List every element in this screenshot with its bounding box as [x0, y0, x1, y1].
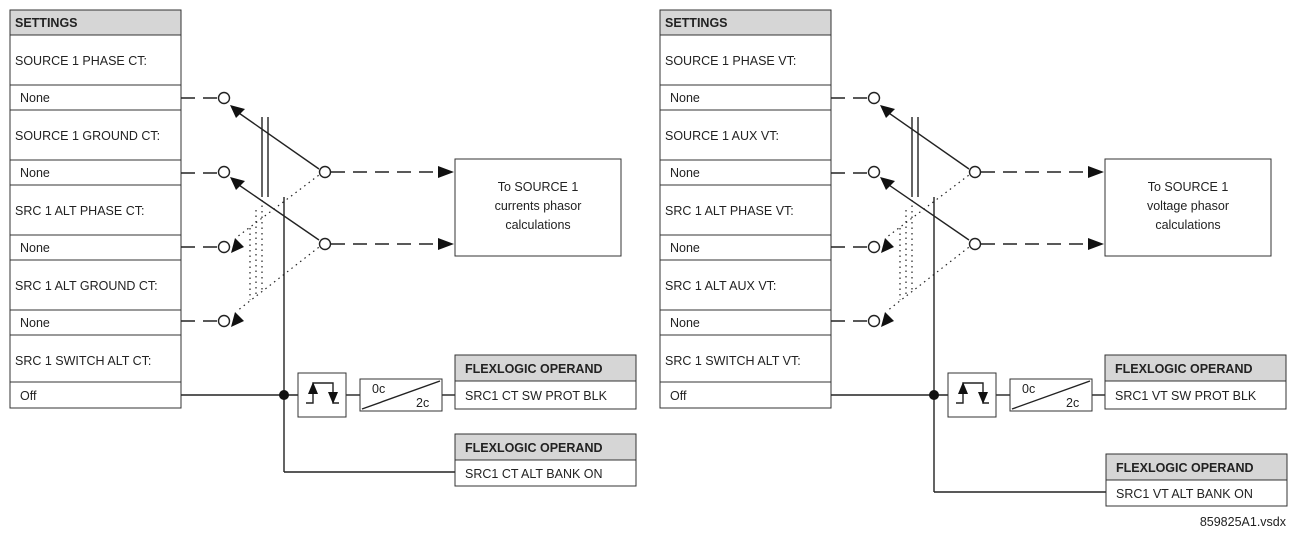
input-dashed-lines [181, 97, 218, 322]
setting-name-cell [9, 109, 182, 161]
target-line-3: calculations [1155, 218, 1220, 232]
operand-value: SRC1 VT SW PROT BLK [1115, 389, 1257, 403]
ct-operand-2: FLEXLOGIC OPERAND SRC1 CT ALT BANK ON [454, 433, 637, 487]
setting-name: SRC 1 SWITCH ALT CT: [15, 354, 151, 368]
operand-header-cell [454, 354, 637, 382]
setting-value: None [670, 91, 700, 105]
target-line-1: To SOURCE 1 [498, 180, 579, 194]
target-line-2: voltage phasor [1147, 199, 1229, 213]
phasor-calculation-box [454, 158, 622, 257]
setting-name: SOURCE 1 PHASE VT: [665, 54, 796, 68]
junction-dot [929, 390, 939, 400]
setting-name: SRC 1 ALT PHASE CT: [15, 204, 144, 218]
control-wiring [181, 197, 455, 473]
timer-block: 0c 2c [1009, 378, 1093, 412]
edge-detector [947, 372, 997, 418]
timer-pickup-label: 0c [372, 382, 385, 396]
setting-name: SOURCE 1 PHASE CT: [15, 54, 147, 68]
vt-switching-diagram: SETTINGS SOURCE 1 PHASE VT: None SOURCE … [659, 9, 1287, 472]
output-dashed-arrows [331, 166, 454, 250]
settings-header-cell [9, 9, 182, 36]
operand-header: FLEXLOGIC OPERAND [1115, 362, 1253, 376]
setting-value-cell[interactable] [659, 234, 832, 261]
alt-path-dotted-lines [236, 171, 324, 312]
target-line-2: currents phasor [495, 199, 582, 213]
setting-value-cell[interactable] [659, 159, 832, 186]
operand-value: SRC1 CT SW PROT BLK [465, 389, 608, 403]
setting-name-cell [659, 109, 832, 161]
setting-value: None [20, 241, 50, 255]
setting-name: SRC 1 SWITCH ALT VT: [665, 354, 801, 368]
setting-value: None [20, 316, 50, 330]
switch-pivots [867, 91, 982, 328]
input-dashed-lines [831, 97, 868, 322]
switch-contacts [230, 105, 320, 327]
operand-header: FLEXLOGIC OPERAND [465, 441, 603, 455]
setting-value: None [670, 166, 700, 180]
setting-name-cell [9, 334, 182, 383]
phasor-calculation-box [1104, 158, 1272, 257]
drawing-id: 859825A1.vsdx [1200, 515, 1287, 529]
timer-pickup-label: 0c [1022, 382, 1035, 396]
setting-value: None [20, 166, 50, 180]
operand-header: FLEXLOGIC OPERAND [465, 362, 603, 376]
operand-value: SRC1 VT ALT BANK ON [1116, 487, 1253, 501]
settings-header: SETTINGS [15, 16, 78, 30]
setting-name-cell [9, 259, 182, 311]
junction-dot [279, 390, 289, 400]
timer-dropout-label: 2c [416, 396, 429, 410]
setting-name-cell [9, 184, 182, 236]
operand-header: FLEXLOGIC OPERAND [1116, 461, 1254, 475]
vt-operand-2: FLEXLOGIC OPERAND SRC1 VT ALT BANK ON [933, 453, 1288, 507]
output-dashed-arrows [981, 166, 1104, 250]
switch-pivots [217, 91, 332, 328]
setting-value-cell[interactable] [659, 84, 832, 111]
ct-switching-diagram: SETTINGS SOURCE 1 PHASE CT: None SOURCE … [9, 9, 637, 473]
setting-name: SRC 1 ALT AUX VT: [665, 279, 776, 293]
timer-dropout-label: 2c [1066, 396, 1079, 410]
setting-value: None [670, 241, 700, 255]
operand-value: SRC1 CT ALT BANK ON [465, 467, 603, 481]
setting-name-cell [9, 34, 182, 86]
settings-header: SETTINGS [665, 16, 728, 30]
operand-header-cell [1105, 453, 1288, 481]
timer-block: 0c 2c [359, 378, 443, 412]
operand-header-cell [454, 433, 637, 461]
target-line-1: To SOURCE 1 [1148, 180, 1229, 194]
setting-name-cell [659, 34, 832, 86]
alt-path-dotted-lines [886, 171, 974, 312]
setting-value: Off [670, 389, 687, 403]
operand-value-cell [454, 380, 637, 410]
setting-name: SRC 1 ALT GROUND CT: [15, 279, 158, 293]
control-wiring [831, 197, 1105, 472]
setting-name: SRC 1 ALT PHASE VT: [665, 204, 794, 218]
setting-name: SOURCE 1 AUX VT: [665, 129, 779, 143]
target-line-3: calculations [505, 218, 570, 232]
operand-value-cell [1105, 479, 1288, 507]
setting-value-cell[interactable] [659, 309, 832, 336]
setting-value: None [20, 91, 50, 105]
setting-value: None [670, 316, 700, 330]
operand-value-cell [1104, 380, 1287, 410]
setting-name: SOURCE 1 GROUND CT: [15, 129, 160, 143]
setting-value: Off [20, 389, 37, 403]
setting-name-cell [659, 184, 832, 236]
edge-detector [297, 372, 347, 418]
setting-name-cell [659, 259, 832, 311]
switch-contacts [880, 105, 970, 327]
operand-value-cell [454, 459, 637, 487]
